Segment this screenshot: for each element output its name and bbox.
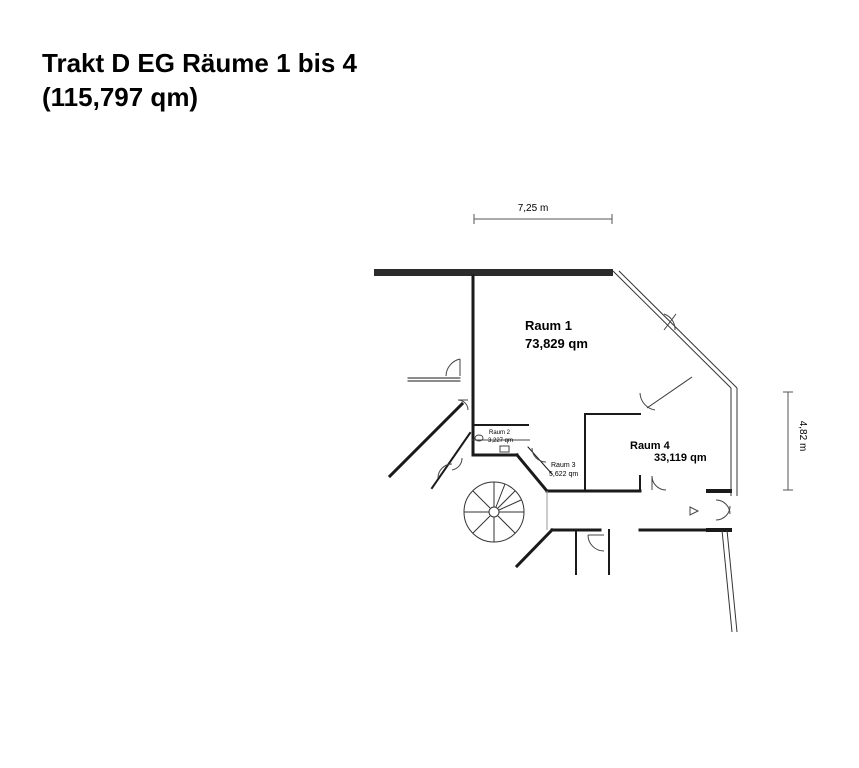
interior-walls	[387, 274, 732, 575]
room-3-area: 5,622 qm	[549, 471, 578, 478]
room-3-name: Raum 3	[551, 462, 576, 469]
room-2-area: 3,227 qm	[488, 438, 513, 444]
height-dimension: 4,82 m	[783, 391, 808, 491]
width-dimension-label: 7,25 m	[518, 203, 549, 214]
room-1-name: Raum 1	[525, 318, 572, 333]
exterior-walls	[374, 269, 613, 276]
glass-facade	[612, 270, 738, 633]
room-4-name: Raum 4	[630, 440, 671, 452]
plan-title-total-area: (115,797 qm)	[42, 82, 199, 112]
room-4-area: 33,119 qm	[654, 452, 707, 464]
height-dimension-label: 4,82 m	[797, 421, 808, 452]
room-1-area: 73,829 qm	[525, 336, 588, 351]
room-2-label: Raum 2 3,227 qm	[488, 430, 513, 444]
plan-title: Trakt D EG Räume 1 bis 4 (115,797 qm)	[42, 46, 357, 114]
toilet-fixture	[474, 434, 510, 453]
room-3-label: Raum 3 5,622 qm	[549, 462, 578, 478]
room-1-label: Raum 1 73,829 qm	[525, 318, 588, 351]
room-2-name: Raum 2	[489, 430, 511, 436]
width-dimension: 7,25 m	[473, 203, 613, 224]
plan-title-line1: Trakt D EG Räume 1 bis 4	[42, 48, 358, 78]
spiral-staircase	[463, 481, 525, 543]
room-4-label: Raum 4 33,119 qm	[630, 440, 707, 464]
direction-arrow	[689, 506, 700, 516]
